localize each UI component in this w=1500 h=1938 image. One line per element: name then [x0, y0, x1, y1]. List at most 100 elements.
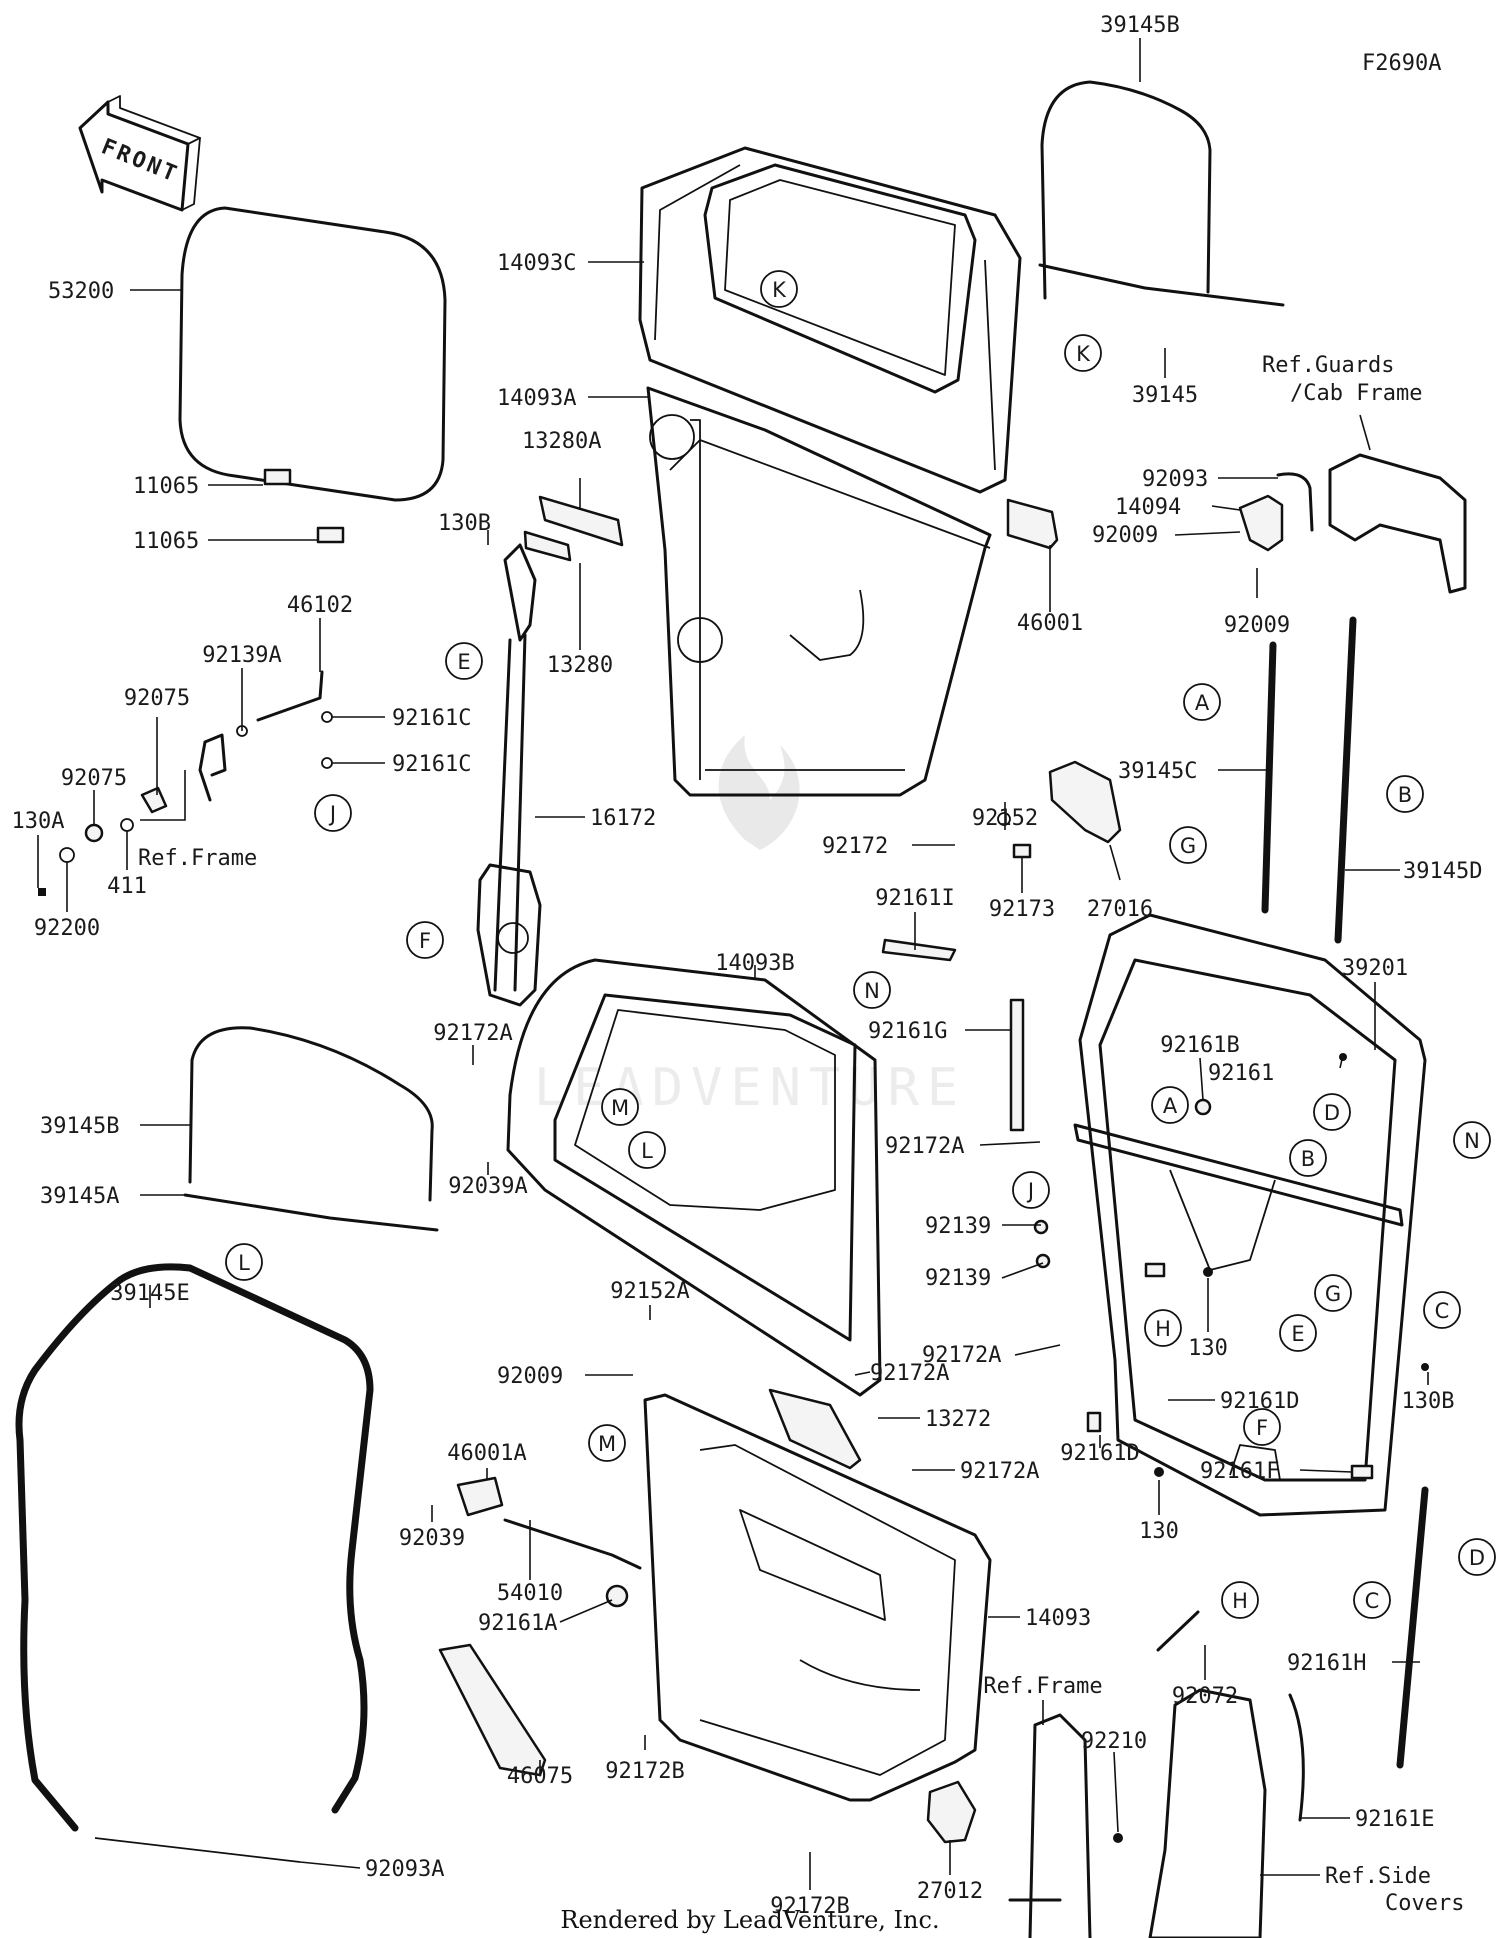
label-92161C-a: 92161C [392, 706, 471, 731]
cab-frame-39201 [1073, 913, 1427, 1517]
figure-id: F2690A [1362, 51, 1441, 76]
front-arrow-icon: FRONT [78, 95, 201, 212]
callouts: K K E A B G J F N M A D L B N J L G C H … [225, 270, 1496, 1619]
svg-text:J: J [1026, 1179, 1034, 1203]
label-92139-a: 92139 [925, 1214, 991, 1239]
label-92161A: 92161A [478, 1611, 557, 1636]
label-130B-b: 130B [1402, 1389, 1455, 1414]
label-46102: 46102 [287, 593, 353, 618]
svg-text:J: J [328, 802, 336, 826]
seal-39145A [183, 1193, 439, 1232]
ref-guards-label: Ref.Guards [1262, 353, 1394, 378]
cable-tie-92072 [1156, 1610, 1200, 1652]
watermark-flame-icon [718, 735, 800, 850]
door-lower-14093 [643, 1393, 992, 1802]
nut-92210 [1113, 1833, 1123, 1843]
callout-B-a: B [1386, 775, 1424, 813]
callout-A-b: A [1151, 1086, 1189, 1124]
pad-92161D-a [1144, 1262, 1166, 1278]
door-frame-14093C [638, 146, 1022, 494]
door-frame-14093B [506, 958, 882, 1397]
rod-46102 [256, 670, 324, 722]
label-27016: 27016 [1087, 897, 1153, 922]
label-16172: 16172 [590, 806, 656, 831]
label-92093A: 92093A [365, 1857, 444, 1882]
callout-E-a: E [445, 642, 483, 680]
svg-text:N: N [864, 979, 880, 1003]
label-92172B-a: 92172B [605, 1759, 684, 1784]
label-92161E: 92161E [1355, 1807, 1434, 1832]
callout-K-a: K [760, 270, 798, 308]
label-46001: 46001 [1017, 611, 1083, 636]
washer-92161C-b [321, 757, 333, 769]
svg-text:A: A [1163, 1094, 1178, 1118]
callout-L-b: L [225, 1243, 263, 1281]
ref-side-covers [1148, 1688, 1267, 1938]
label-14093C: 14093C [497, 251, 576, 276]
bolt-130-a [1203, 1267, 1213, 1277]
label-92009-b: 92009 [1224, 613, 1290, 638]
label-14094: 14094 [1115, 495, 1181, 520]
svg-text:L: L [641, 1139, 653, 1163]
svg-text:D: D [1324, 1101, 1340, 1125]
label-92161H: 92161H [1287, 1651, 1366, 1676]
callout-M-a: M [601, 1088, 639, 1126]
label-39145E: 39145E [110, 1281, 189, 1306]
part-labels: 39145B 53200 14093C 14093A 39145 Ref.Gua… [12, 13, 1483, 1919]
label-92172A-c: 92172A [922, 1343, 1001, 1368]
plate-13280A [538, 495, 624, 547]
svg-text:H: H [1232, 1589, 1248, 1613]
svg-text:H: H [1155, 1317, 1171, 1341]
callout-J-b: J [1012, 1171, 1050, 1209]
svg-text:C: C [1365, 1589, 1380, 1613]
callout-N-b: N [1453, 1121, 1491, 1159]
label-39145A: 39145A [40, 1184, 119, 1209]
strip-39145D [1334, 616, 1357, 944]
label-130-a: 130 [1188, 1336, 1228, 1361]
callout-D-b: D [1458, 1538, 1496, 1576]
label-92161D-b: 92161D [1060, 1441, 1139, 1466]
washer-92161C-a [321, 711, 333, 723]
callout-A-a: A [1183, 683, 1221, 721]
ref-frame-bracket [198, 733, 227, 802]
label-11065-b: 11065 [133, 529, 199, 554]
foam-46075 [438, 1643, 547, 1777]
footer-credit: Rendered by LeadVenture, Inc. [560, 1906, 939, 1934]
ref-cab-frame [1328, 453, 1467, 594]
door-panel-14093A [646, 386, 992, 797]
callout-F-a: F [406, 921, 444, 959]
svg-text:E: E [1291, 1322, 1304, 1346]
label-92161: 92161 [1208, 1061, 1274, 1086]
svg-text:N: N [1464, 1129, 1480, 1153]
label-92152A: 92152A [610, 1279, 689, 1304]
ref-side-label: Ref.Side [1325, 1864, 1431, 1889]
plug-92161B [1194, 1098, 1212, 1116]
svg-text:B: B [1398, 783, 1412, 807]
callout-F-b: F [1243, 1408, 1281, 1446]
ref-frame-label-b: Ref.Frame [983, 1674, 1102, 1699]
ref-frame-label-a: Ref.Frame [138, 846, 257, 871]
callout-C-b: C [1353, 1581, 1391, 1619]
nut-92139-a [1033, 1219, 1049, 1235]
label-13280A: 13280A [522, 429, 601, 454]
tube-92093 [1276, 472, 1314, 532]
bolt-130B-b [1421, 1363, 1429, 1371]
label-39145: 39145 [1132, 383, 1198, 408]
callout-L-a: L [628, 1131, 666, 1169]
label-39145D: 39145D [1403, 859, 1482, 884]
watermark-text: LEADVENTURE [534, 1058, 966, 1118]
label-92161C-b: 92161C [392, 752, 471, 777]
cable-54010 [503, 1518, 642, 1570]
strip-92161G [1009, 998, 1025, 1132]
bolt-130A [38, 888, 46, 896]
label-14093B: 14093B [715, 951, 794, 976]
watermark: LEADVENTURE [534, 735, 966, 1118]
label-39145B: 39145B [40, 1114, 119, 1139]
label-411: 411 [107, 874, 147, 899]
pad-92161D-b [1086, 1411, 1102, 1433]
callout-C-a: C [1423, 1291, 1461, 1329]
covers-label: Covers [1385, 1891, 1464, 1916]
label-13272: 13272 [925, 1407, 991, 1432]
callout-N-a: N [853, 971, 891, 1009]
label-92075-b: 92075 [61, 766, 127, 791]
